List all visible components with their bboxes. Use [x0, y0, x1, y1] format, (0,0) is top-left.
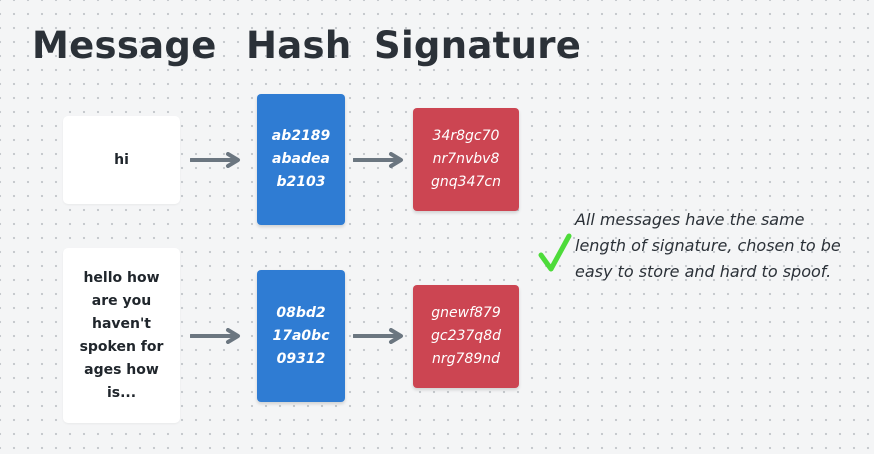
hash-box-2: 08bd2 17a0bc 09312	[257, 270, 345, 402]
arrow-right-icon	[190, 152, 240, 168]
message-box-2: hello how are you haven't spoken for age…	[63, 248, 180, 423]
message-box-1: hi	[63, 116, 180, 204]
message-text-2: hello how are you haven't spoken for age…	[79, 269, 164, 401]
signature-note: All messages have the same length of sig…	[575, 210, 841, 281]
signature-column-title: Signature	[374, 24, 582, 67]
arrow-right-icon	[353, 152, 403, 168]
signature-text-2: gnewf879 gc237q8d nrg789nd	[431, 305, 501, 367]
hash-column-title: Hash	[246, 24, 352, 67]
signature-box-1: 34r8gc70 nr7nvbv8 gnq347cn	[413, 108, 519, 211]
signature-box-2: gnewf879 gc237q8d nrg789nd	[413, 285, 519, 388]
checkmark-icon	[538, 233, 572, 272]
message-column-title: Message	[32, 24, 217, 67]
hash-text-2: 08bd2 17a0bc 09312	[272, 304, 330, 367]
signature-text-1: 34r8gc70 nr7nvbv8 gnq347cn	[431, 128, 501, 190]
arrow-right-icon	[353, 328, 403, 344]
arrow-right-icon	[190, 328, 240, 344]
message-text-1: hi	[114, 151, 129, 168]
hash-box-1: ab2189 abadea b2103	[257, 94, 345, 225]
hash-text-1: ab2189 abadea b2103	[271, 128, 331, 190]
